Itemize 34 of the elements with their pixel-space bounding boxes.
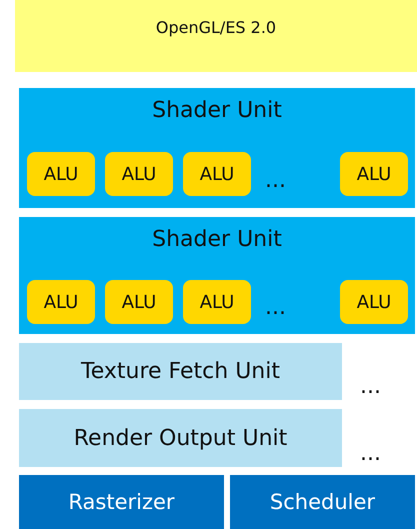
unit-label: Rasterizer [68, 490, 175, 514]
shader-unit-panel [19, 88, 415, 208]
unit-label: ALU [122, 292, 156, 312]
panel-title: Shader Unit [152, 98, 282, 123]
unit-label: ALU [356, 292, 392, 312]
panel-title: Shader Unit [152, 227, 282, 252]
unit-label: Scheduler [270, 490, 376, 514]
unit-label: Render Output Unit [74, 426, 288, 450]
alu-box [183, 152, 251, 196]
alu-box [105, 280, 173, 324]
unit-label: ALU [44, 292, 78, 312]
shader-unit-panel [19, 217, 415, 334]
unit-box [19, 475, 224, 529]
alu-box [27, 152, 95, 196]
ellipsis-label: ... [360, 443, 381, 465]
ellipsis-label: ... [265, 297, 286, 319]
api-box [15, 0, 417, 72]
alu-box [27, 280, 95, 324]
unit-box [19, 409, 342, 467]
unit-label: ALU [200, 292, 234, 312]
unit-label: ALU [356, 164, 392, 184]
ellipsis-label: ... [265, 170, 286, 192]
unit-box [19, 343, 342, 400]
unit-label: OpenGL/ES 2.0 [156, 18, 276, 37]
unit-label: Texture Fetch Unit [81, 359, 280, 384]
alu-box [340, 280, 408, 324]
unit-label: ALU [122, 164, 156, 184]
unit-box [230, 475, 415, 529]
alu-box [340, 152, 408, 196]
unit-label: ALU [200, 164, 234, 184]
alu-box [105, 152, 173, 196]
alu-box [183, 280, 251, 324]
ellipsis-label: ... [360, 376, 381, 398]
unit-label: ALU [44, 164, 78, 184]
